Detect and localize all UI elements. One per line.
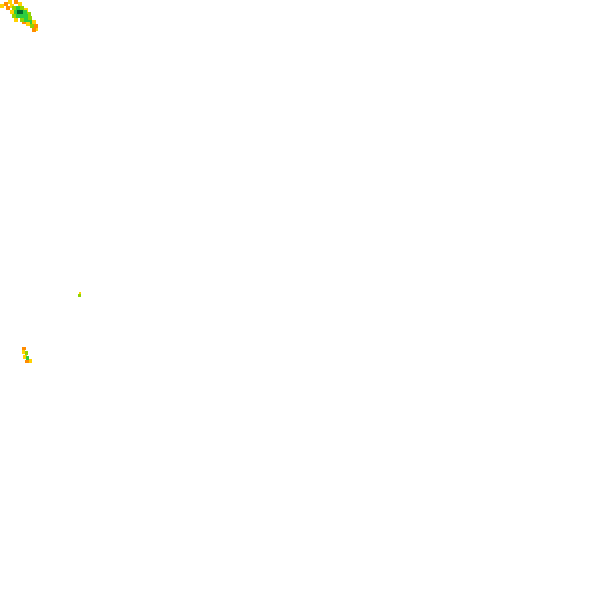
density-cell <box>25 360 29 363</box>
density-cell <box>23 10 27 14</box>
density-cell <box>79 292 81 295</box>
density-cell <box>20 6 24 10</box>
density-cell <box>26 356 29 360</box>
density-cell <box>16 14 22 18</box>
density-cell <box>36 28 38 31</box>
density-cell <box>8 0 12 4</box>
density-cell <box>32 20 36 24</box>
density-cell <box>30 24 34 28</box>
density-cell <box>18 2 22 6</box>
density-cell <box>32 28 36 32</box>
density-cell <box>10 10 14 14</box>
density-cell <box>22 350 25 354</box>
density-cell <box>0 4 4 8</box>
density-cell <box>26 22 30 26</box>
density-cell <box>17 10 23 14</box>
density-cell <box>14 0 18 4</box>
density-cell <box>16 6 20 10</box>
density-cluster-top-left <box>0 0 38 32</box>
density-cell <box>27 12 31 16</box>
density-cluster-middle <box>78 292 81 297</box>
density-cluster-lower-left <box>22 347 32 363</box>
density-cell <box>22 347 26 350</box>
density-cell <box>22 14 28 18</box>
density-cell <box>6 6 10 10</box>
density-cell <box>34 24 38 28</box>
density-cell <box>28 16 32 20</box>
density-cell <box>4 2 8 6</box>
density-cell <box>14 18 18 22</box>
density-cell <box>12 14 16 18</box>
density-cell <box>12 6 16 12</box>
density-cell <box>25 351 28 355</box>
density-cell <box>24 18 28 22</box>
density-cell <box>14 10 18 14</box>
density-cell <box>78 294 81 297</box>
density-cell <box>22 22 26 24</box>
density-cell <box>29 359 32 363</box>
density-cell <box>23 355 27 359</box>
density-cell <box>20 18 24 22</box>
